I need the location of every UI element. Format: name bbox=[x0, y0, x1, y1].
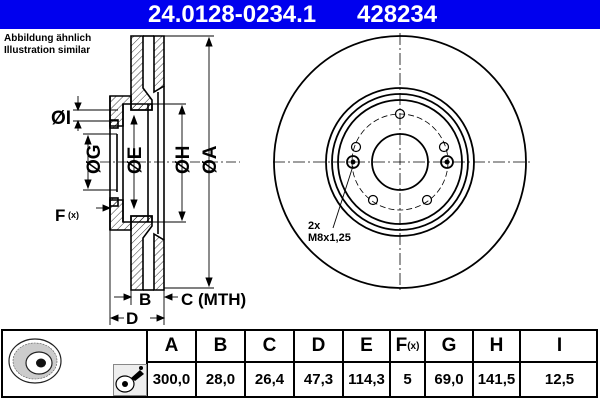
column-value-g: 69,0 bbox=[426, 363, 474, 396]
column-value-b: 28,0 bbox=[197, 363, 246, 396]
column-label: H bbox=[489, 335, 504, 356]
column-value-i: 12,5 bbox=[544, 371, 575, 388]
thread-spec: M8x1,25 bbox=[308, 232, 351, 244]
column-label-sub: (x) bbox=[407, 340, 420, 352]
article-number: 428234 bbox=[357, 1, 438, 28]
dimension-lines bbox=[73, 35, 214, 325]
part-number: 24.0128-0234.1 bbox=[148, 1, 317, 28]
label-dia-h: ØH bbox=[173, 146, 194, 175]
column-value-a: 300,0 bbox=[148, 363, 197, 396]
label-dia-a: ØA bbox=[200, 145, 221, 174]
column-value-h: 141,5 bbox=[474, 363, 521, 396]
column-value-e: 114,3 bbox=[344, 363, 391, 396]
column-header-d: D bbox=[295, 331, 344, 363]
column-header-f: F(x) bbox=[391, 331, 426, 363]
label-c: C (MTH) bbox=[181, 290, 246, 309]
illustration-note: Abbildung ähnlich Illustration similar bbox=[4, 33, 91, 57]
column-value-d: 47,3 bbox=[295, 363, 344, 396]
column-header-c: C bbox=[246, 331, 295, 363]
label-dia-e: ØE bbox=[125, 147, 146, 174]
column-label: G bbox=[441, 335, 457, 356]
spray-coating-icon bbox=[113, 364, 147, 396]
column-label: B bbox=[213, 335, 228, 356]
column-value-c: 26,4 bbox=[246, 363, 295, 396]
column-label: I bbox=[556, 335, 563, 356]
column-header-h: H bbox=[474, 331, 521, 363]
column-value-f: 5 bbox=[391, 363, 426, 396]
title-bar: 24.0128-0234.1 428234 bbox=[0, 0, 600, 29]
column-header-g: G bbox=[426, 331, 474, 363]
front-view bbox=[273, 33, 532, 292]
brake-disc-icon bbox=[8, 338, 62, 384]
column-header-b: B bbox=[197, 331, 246, 363]
label-d: D bbox=[126, 309, 138, 328]
column-label: A bbox=[164, 335, 179, 356]
column-label: E bbox=[360, 335, 373, 356]
thread-qty: 2x bbox=[308, 220, 321, 232]
column-label: D bbox=[311, 335, 326, 356]
label-f: F bbox=[55, 206, 65, 225]
column-label: F bbox=[395, 335, 408, 356]
note-english: Illustration similar bbox=[4, 45, 91, 56]
column-header-e: E bbox=[344, 331, 391, 363]
label-dia-g: ØG bbox=[84, 144, 105, 174]
label-b: B bbox=[139, 290, 151, 309]
cross-section-view bbox=[109, 35, 165, 291]
thread-callout: 2x M8x1,25 bbox=[308, 220, 351, 244]
column-label: C bbox=[262, 335, 277, 356]
column-header-i: I bbox=[521, 331, 598, 363]
dimension-labels: ØI ØG ØE ØH ØA F (x) B C (MTH) D bbox=[51, 108, 246, 328]
column-header-a: A bbox=[148, 331, 197, 363]
label-f-sub: (x) bbox=[68, 210, 79, 220]
technical-drawing: ØI ØG ØE ØH ØA F (x) B C (MTH) D 2x M8x1 bbox=[51, 33, 532, 328]
note-german: Abbildung ähnlich bbox=[4, 33, 92, 44]
label-dia-i: ØI bbox=[51, 108, 71, 129]
product-image-cell bbox=[3, 331, 148, 396]
